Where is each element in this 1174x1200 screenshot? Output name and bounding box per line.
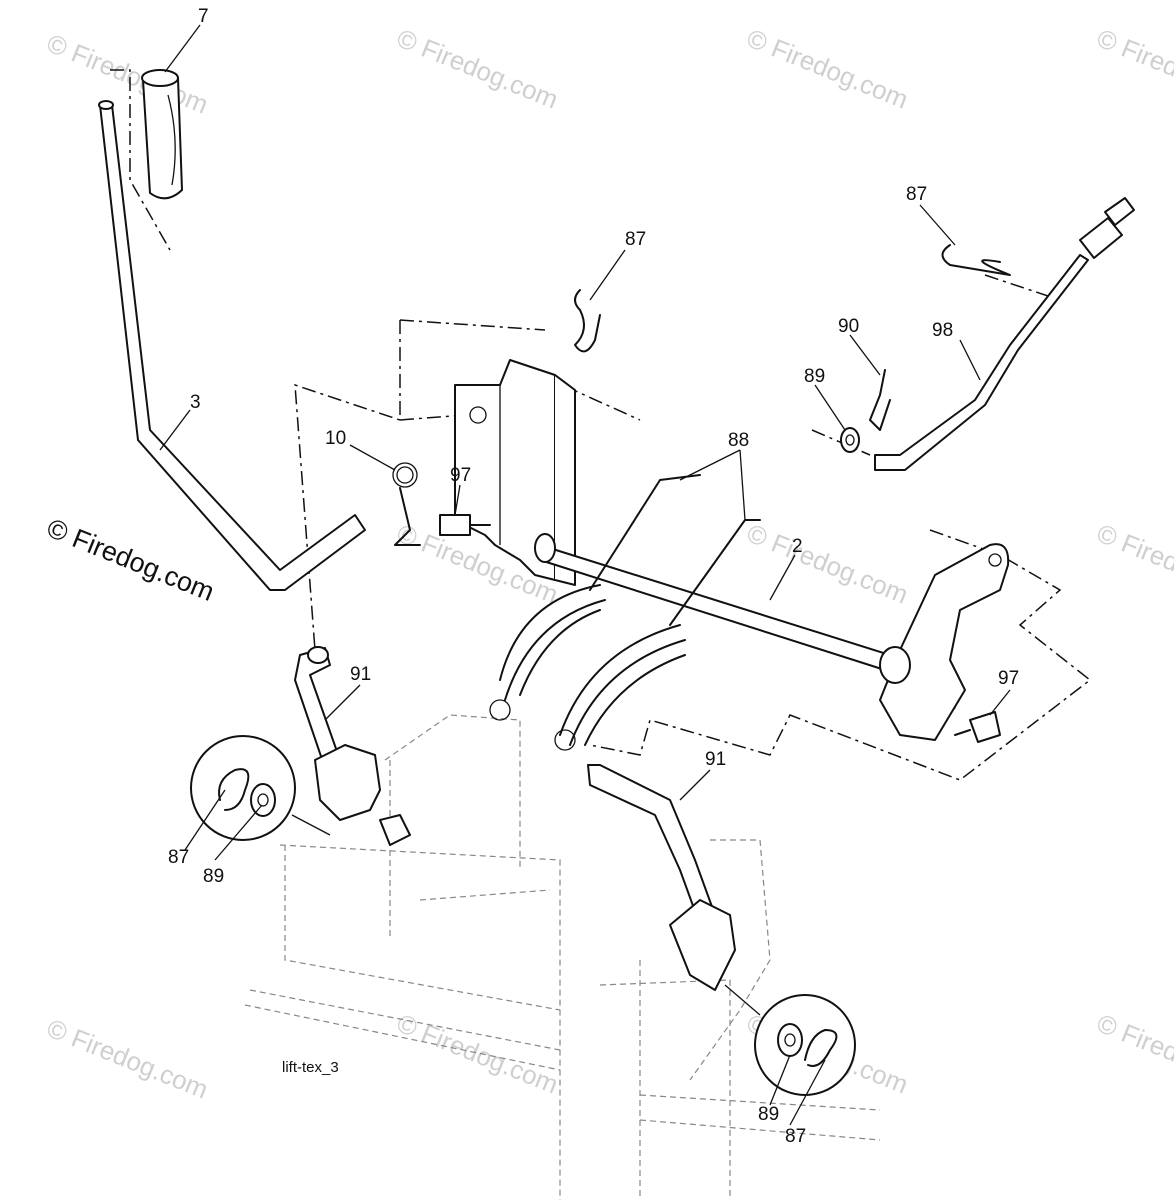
mower-deck-outline [244,714,881,1200]
bolt-97-left [439,514,491,536]
watermark: © Firedog.com [1093,518,1174,610]
callout-label: 89 [804,366,825,387]
watermark: © Firedog.com [393,23,563,115]
callout-label: 89 [758,1104,779,1125]
callout-label: 87 [785,1126,806,1147]
watermark: © Firedog.com [743,518,913,610]
callout-label: 87 [906,184,927,205]
lift-arm-right [879,543,1010,741]
hairpin-clip-87-top [574,289,601,353]
adjustment-rod [874,197,1135,471]
callout-label: 89 [203,866,224,887]
detail-inset-left [190,735,331,841]
callout-label: 98 [932,320,953,341]
detail-inset-right [724,984,856,1096]
lift-link-right [587,764,736,991]
watermark: © Firedog.com [1093,23,1174,115]
callout-label: 88 [728,430,749,451]
lift-lever-rod [98,100,366,591]
callout-label: 3 [190,392,201,413]
callout-label: 10 [325,428,346,449]
brand-watermark: © Firedog.com [43,513,219,607]
callout-label: 97 [450,465,471,486]
callout-label: 97 [998,668,1019,689]
handle-grip [141,69,183,200]
watermark: © Firedog.com [743,23,913,115]
watermark: © Firedog.com [393,1008,563,1100]
callout-label: 90 [838,316,859,337]
callout-label: 2 [792,536,803,557]
hairpin-clip-87-right [941,244,1011,276]
callout-label: 91 [350,664,371,685]
callout-label: 87 [625,229,646,250]
bolt-97-right [954,711,1001,743]
washer-89-top [840,427,860,453]
callout-label: 7 [198,6,209,27]
watermark: © Firedog.com [1093,1008,1174,1100]
callout-label: 91 [705,749,726,770]
callout-labels: 7 87 87 90 98 89 3 10 97 88 2 97 91 91 8… [168,6,1019,1147]
callout-leaders [159,24,1011,1126]
torsion-spring [392,462,421,546]
callout-label: 87 [168,847,189,868]
lift-link-left [294,646,411,846]
diagram-code: lift-tex_3 [282,1059,339,1076]
watermark: © Firedog.com [43,1013,213,1105]
cotter-pin-90 [869,369,891,431]
